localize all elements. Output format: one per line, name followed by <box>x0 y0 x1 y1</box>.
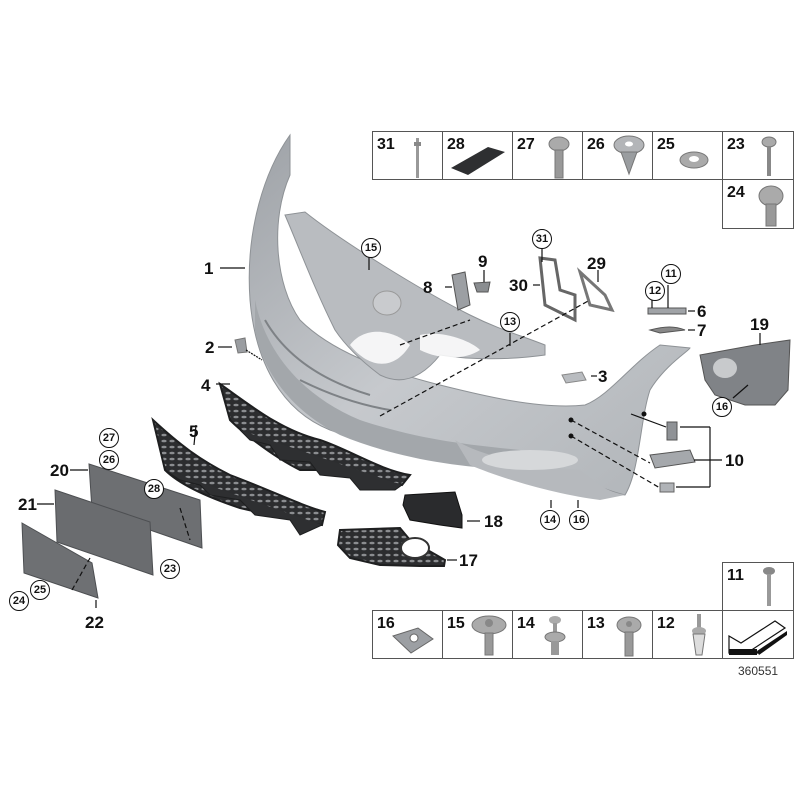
callout-circled-14: 14 <box>540 510 560 530</box>
part-10a <box>666 421 678 441</box>
washer-icon <box>679 151 709 169</box>
dashed-leaders <box>71 299 661 591</box>
bracket-30 <box>538 256 577 323</box>
pan-head-screw-icon <box>758 185 784 227</box>
upper-trim-carrier <box>284 211 546 381</box>
callout-29: 29 <box>587 254 606 273</box>
table-cell-15: 15 <box>442 610 513 659</box>
oval-head-screw-icon <box>548 136 570 179</box>
trim-cover-18 <box>402 491 463 529</box>
table-cell-26: 26 <box>582 131 653 180</box>
table-cell-14: 14 <box>512 610 583 659</box>
lower-grille-4 <box>218 381 412 491</box>
callout-circled-31: 31 <box>532 229 552 249</box>
callout-circled-27: 27 <box>99 428 119 448</box>
cover-cap-3 <box>561 371 587 384</box>
table-cell-11: 11 <box>722 562 794 611</box>
clip-nut-icon <box>392 627 434 654</box>
table-cell-28: 28 <box>442 131 513 180</box>
callout-10: 10 <box>725 451 744 470</box>
plate-21 <box>54 489 154 576</box>
foam-pad-icon <box>451 147 505 175</box>
callout-4: 4 <box>201 376 211 395</box>
callout-circled-12: 12 <box>645 281 665 301</box>
table-cell-24: 24 <box>722 179 794 229</box>
callout-22: 22 <box>85 613 104 632</box>
callout-circled-23: 23 <box>160 559 180 579</box>
blind-rivet-icon <box>414 138 421 178</box>
bracket-6 <box>647 307 687 315</box>
table-cell-13: 13 <box>582 610 653 659</box>
callout-circled-26: 26 <box>99 450 119 470</box>
part-10b <box>649 449 696 469</box>
table-cell-25: 25 <box>652 131 723 180</box>
callout-17: 17 <box>459 551 478 570</box>
callout-2: 2 <box>205 338 215 357</box>
table-cell-23: 23 <box>722 131 794 180</box>
cover-cap-2 <box>234 337 248 354</box>
part-10c <box>659 482 675 493</box>
guide-7 <box>648 326 686 334</box>
callout-circled-11: 11 <box>661 264 681 284</box>
callout-1: 1 <box>204 259 214 278</box>
table-cell-arrow <box>722 610 794 659</box>
expanding-rivet-icon <box>692 614 706 656</box>
callout-7: 7 <box>697 321 707 340</box>
callout-circled-25: 25 <box>30 580 50 600</box>
table-cell-27: 27 <box>512 131 583 180</box>
collar-screw-icon <box>616 616 642 657</box>
callout-circled-28: 28 <box>144 479 164 499</box>
callout-21: 21 <box>18 495 37 514</box>
direction-arrow-icon <box>728 620 787 655</box>
table-cell-12: 12 <box>652 610 723 659</box>
callout-6: 6 <box>697 302 707 321</box>
callout-18: 18 <box>484 512 503 531</box>
lower-grille-5 <box>151 417 327 536</box>
callout-circled-15: 15 <box>361 238 381 258</box>
callout-5: 5 <box>189 422 199 441</box>
callout-circled-16-bracket: 16 <box>712 397 732 417</box>
clip-9 <box>473 281 491 293</box>
leader-lines <box>37 249 761 608</box>
callout-8: 8 <box>423 278 433 297</box>
reference-number: 360551 <box>738 664 779 678</box>
callout-30: 30 <box>509 276 528 295</box>
flange-bolt-icon <box>471 615 507 656</box>
screw-with-washer-icon <box>763 567 775 606</box>
callout-9: 9 <box>478 252 488 271</box>
callout-3: 3 <box>598 367 608 386</box>
callout-circled-24: 24 <box>9 591 29 611</box>
bracket-29 <box>576 267 615 313</box>
callout-circled-16-bumper: 16 <box>569 510 589 530</box>
table-cell-31: 31 <box>372 131 443 180</box>
callout-20: 20 <box>50 461 69 480</box>
bracket-8 <box>451 271 471 311</box>
fog-grille-17 <box>336 526 447 567</box>
callout-19: 19 <box>750 315 769 334</box>
callout-circled-13: 13 <box>500 312 520 332</box>
push-rivet-icon <box>544 616 566 655</box>
expanding-clip-icon <box>613 135 645 176</box>
table-cell-16: 16 <box>372 610 443 659</box>
plate-22 <box>21 522 99 599</box>
bracket-19 <box>699 339 791 406</box>
self-tapping-screw-icon <box>761 136 777 176</box>
